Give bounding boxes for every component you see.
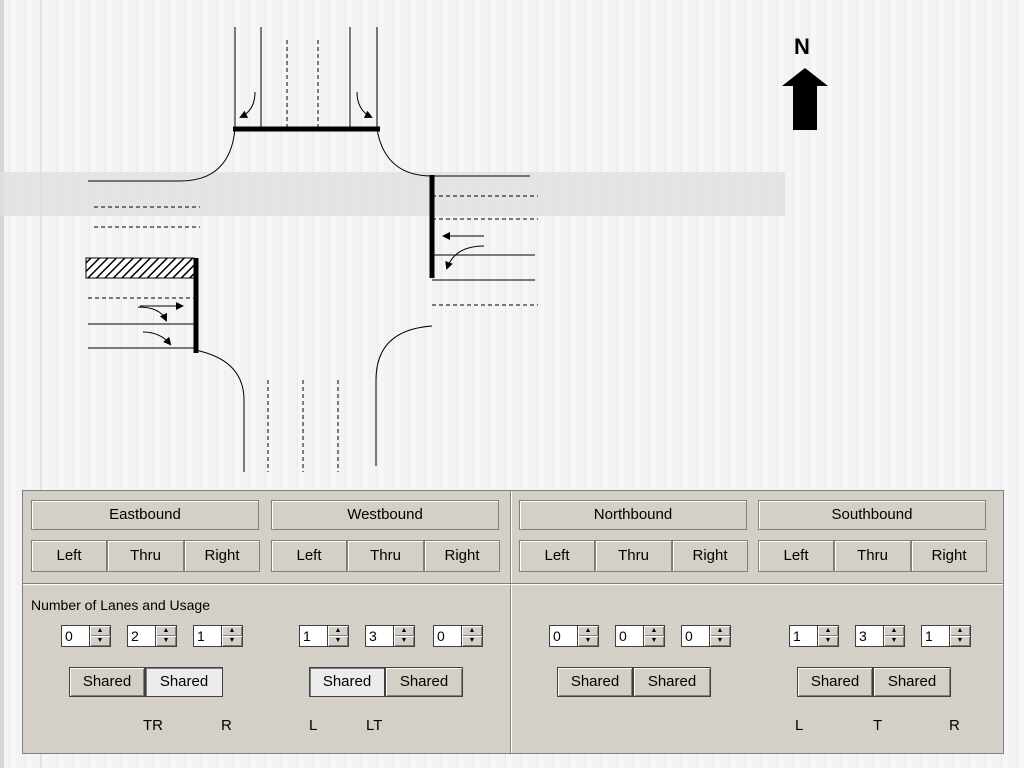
stepper-down-icon[interactable]: ▼ bbox=[90, 636, 110, 646]
shared-toggle-button[interactable]: Shared bbox=[145, 667, 223, 697]
stepper-buttons[interactable]: ▲▼ bbox=[393, 625, 415, 647]
approach-header: Westbound bbox=[271, 500, 499, 530]
shared-toggle-button[interactable]: Shared bbox=[557, 667, 633, 697]
stepper-buttons[interactable]: ▲▼ bbox=[817, 625, 839, 647]
stepper-down-icon[interactable]: ▼ bbox=[818, 636, 838, 646]
shared-toggle-button[interactable]: Shared bbox=[69, 667, 145, 697]
movement-thru-header: Thru bbox=[347, 540, 424, 572]
stepper-down-icon[interactable]: ▼ bbox=[950, 636, 970, 646]
stepper-down-icon[interactable]: ▼ bbox=[884, 636, 904, 646]
lane-count-stepper[interactable]: 3▲▼ bbox=[855, 625, 905, 647]
stepper-buttons[interactable]: ▲▼ bbox=[89, 625, 111, 647]
stepper-buttons[interactable]: ▲▼ bbox=[461, 625, 483, 647]
stepper-up-icon[interactable]: ▲ bbox=[328, 626, 348, 636]
stepper-down-icon[interactable]: ▼ bbox=[328, 636, 348, 646]
stepper-down-icon[interactable]: ▼ bbox=[710, 636, 730, 646]
lane-count-stepper[interactable]: 1▲▼ bbox=[921, 625, 971, 647]
lane-usage-label: R bbox=[221, 717, 232, 734]
stepper-buttons[interactable]: ▲▼ bbox=[883, 625, 905, 647]
lane-count-input[interactable]: 2 bbox=[127, 625, 155, 647]
movement-left-header: Left bbox=[519, 540, 595, 572]
shared-toggle-button[interactable]: Shared bbox=[797, 667, 873, 697]
stepper-up-icon[interactable]: ▲ bbox=[156, 626, 176, 636]
stepper-buttons[interactable]: ▲▼ bbox=[709, 625, 731, 647]
stepper-buttons[interactable]: ▲▼ bbox=[577, 625, 599, 647]
stepper-buttons[interactable]: ▲▼ bbox=[949, 625, 971, 647]
lane-count-input[interactable]: 0 bbox=[61, 625, 89, 647]
lane-count-stepper[interactable]: 0▲▼ bbox=[61, 625, 111, 647]
movement-thru-header: Thru bbox=[595, 540, 672, 572]
movement-left-header: Left bbox=[31, 540, 107, 572]
intersection-diagram bbox=[85, 27, 828, 472]
approach-header: Southbound bbox=[758, 500, 986, 530]
lane-usage-label: R bbox=[949, 717, 960, 734]
stepper-buttons[interactable]: ▲▼ bbox=[221, 625, 243, 647]
stepper-up-icon[interactable]: ▲ bbox=[578, 626, 598, 636]
stepper-down-icon[interactable]: ▼ bbox=[394, 636, 414, 646]
stepper-up-icon[interactable]: ▲ bbox=[644, 626, 664, 636]
movement-right-header: Right bbox=[424, 540, 500, 572]
lane-count-stepper[interactable]: 3▲▼ bbox=[365, 625, 415, 647]
lane-count-input[interactable]: 1 bbox=[921, 625, 949, 647]
lane-count-stepper[interactable]: 0▲▼ bbox=[433, 625, 483, 647]
lane-count-stepper[interactable]: 0▲▼ bbox=[615, 625, 665, 647]
movement-thru-header: Thru bbox=[107, 540, 184, 572]
lane-usage-label: L bbox=[795, 717, 804, 734]
lane-count-input[interactable]: 0 bbox=[615, 625, 643, 647]
north-arrow-icon bbox=[782, 68, 828, 130]
movement-right-header: Right bbox=[184, 540, 260, 572]
lane-count-stepper[interactable]: 0▲▼ bbox=[549, 625, 599, 647]
lane-count-stepper[interactable]: 1▲▼ bbox=[193, 625, 243, 647]
stepper-buttons[interactable]: ▲▼ bbox=[327, 625, 349, 647]
approach-header: Northbound bbox=[519, 500, 747, 530]
lane-usage-label: TR bbox=[143, 717, 163, 734]
stepper-down-icon[interactable]: ▼ bbox=[644, 636, 664, 646]
stepper-up-icon[interactable]: ▲ bbox=[710, 626, 730, 636]
lane-count-input[interactable]: 1 bbox=[789, 625, 817, 647]
stepper-up-icon[interactable]: ▲ bbox=[222, 626, 242, 636]
lane-count-input[interactable]: 0 bbox=[433, 625, 461, 647]
stepper-up-icon[interactable]: ▲ bbox=[90, 626, 110, 636]
lane-count-stepper[interactable]: 1▲▼ bbox=[789, 625, 839, 647]
shared-toggle-button[interactable]: Shared bbox=[385, 667, 463, 697]
stepper-up-icon[interactable]: ▲ bbox=[462, 626, 482, 636]
stepper-up-icon[interactable]: ▲ bbox=[394, 626, 414, 636]
stepper-down-icon[interactable]: ▼ bbox=[462, 636, 482, 646]
shared-toggle-button[interactable]: Shared bbox=[309, 667, 385, 697]
movement-right-header: Right bbox=[672, 540, 748, 572]
road-band bbox=[0, 172, 785, 216]
lane-count-input[interactable]: 1 bbox=[299, 625, 327, 647]
lane-count-input[interactable]: 1 bbox=[193, 625, 221, 647]
stepper-down-icon[interactable]: ▼ bbox=[222, 636, 242, 646]
stepper-buttons[interactable]: ▲▼ bbox=[643, 625, 665, 647]
shared-toggle-button[interactable]: Shared bbox=[873, 667, 951, 697]
stepper-down-icon[interactable]: ▼ bbox=[156, 636, 176, 646]
movement-left-header: Left bbox=[758, 540, 834, 572]
lane-usage-label: T bbox=[873, 717, 883, 734]
stepper-up-icon[interactable]: ▲ bbox=[818, 626, 838, 636]
movement-thru-header: Thru bbox=[834, 540, 911, 572]
stepper-up-icon[interactable]: ▲ bbox=[884, 626, 904, 636]
lane-count-input[interactable]: 3 bbox=[855, 625, 883, 647]
stepper-down-icon[interactable]: ▼ bbox=[578, 636, 598, 646]
movement-right-header: Right bbox=[911, 540, 987, 572]
section-caption: Number of Lanes and Usage bbox=[31, 597, 210, 613]
lane-count-stepper[interactable]: 1▲▼ bbox=[299, 625, 349, 647]
lane-count-input[interactable]: 3 bbox=[365, 625, 393, 647]
lane-count-stepper[interactable]: 0▲▼ bbox=[681, 625, 731, 647]
stepper-buttons[interactable]: ▲▼ bbox=[155, 625, 177, 647]
approach-header: Eastbound bbox=[31, 500, 259, 530]
lane-usage-label: LT bbox=[366, 717, 383, 734]
north-label: N bbox=[794, 34, 810, 59]
stepper-up-icon[interactable]: ▲ bbox=[950, 626, 970, 636]
lane-count-input[interactable]: 0 bbox=[549, 625, 577, 647]
lane-count-input[interactable]: 0 bbox=[681, 625, 709, 647]
lane-usage-label: L bbox=[309, 717, 318, 734]
shared-toggle-button[interactable]: Shared bbox=[633, 667, 711, 697]
movement-left-header: Left bbox=[271, 540, 347, 572]
lane-count-stepper[interactable]: 2▲▼ bbox=[127, 625, 177, 647]
